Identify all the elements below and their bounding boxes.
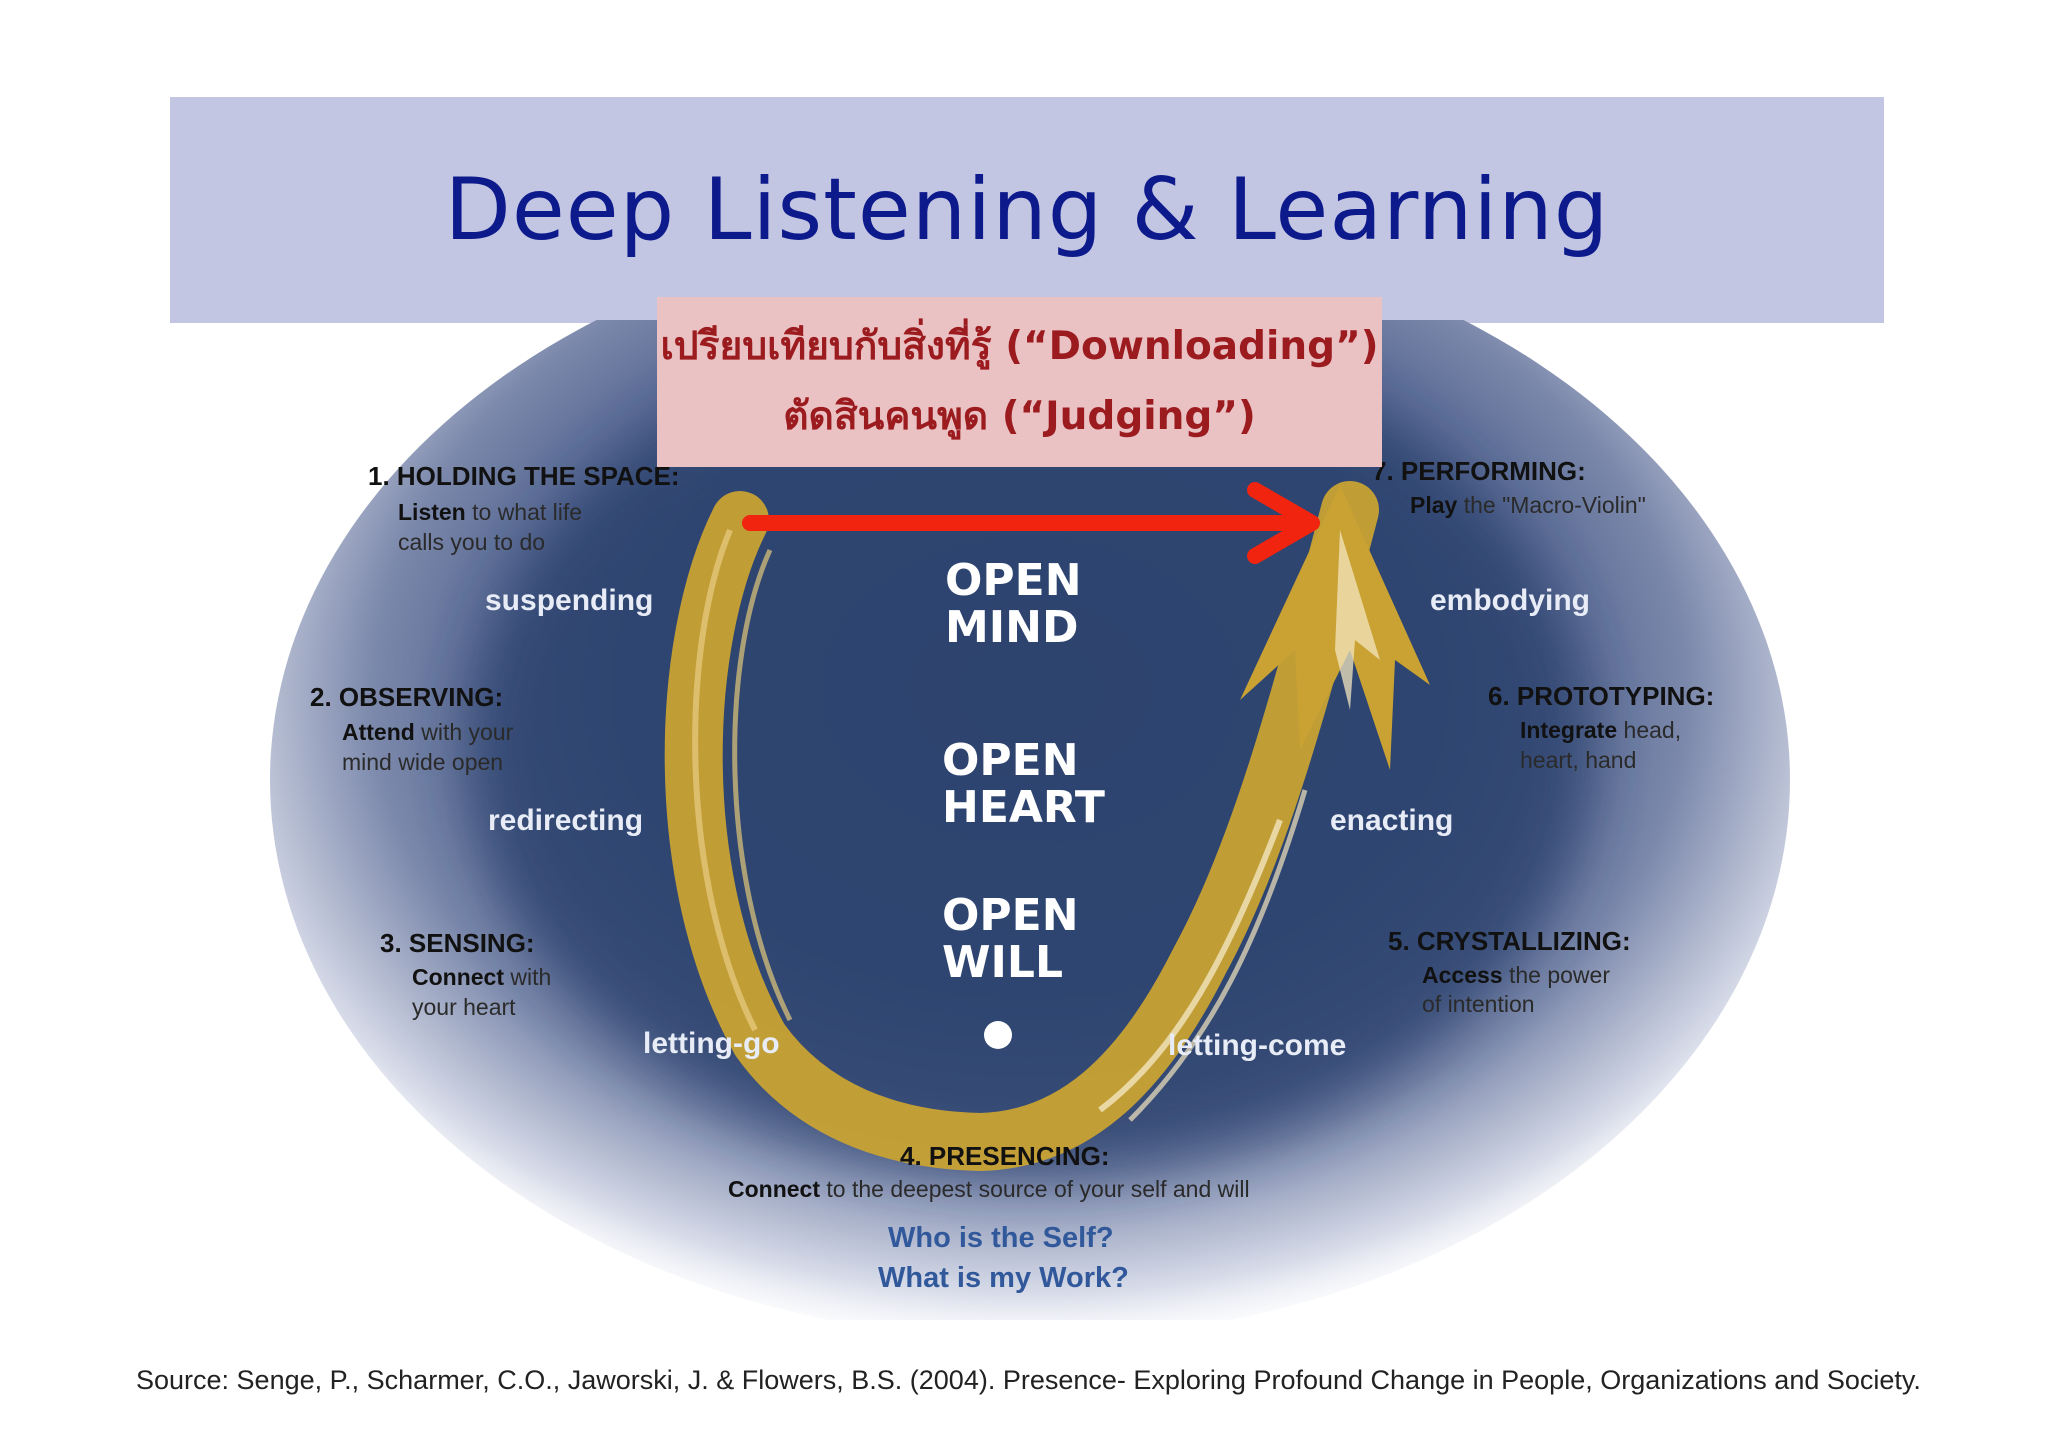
downloading-arrow [742,482,1320,564]
motion-suspending: suspending [485,584,653,617]
u-process-diagram: OPEN MIND OPEN HEART OPEN WILL suspendin… [250,320,1810,1320]
svg-text:heart, hand: heart, hand [1520,747,1636,773]
stage-holding-the-space: 1. HOLDING THE SPACE: Listen to what lif… [368,461,680,555]
svg-text:6. PROTOTYPING:: 6. PROTOTYPING: [1488,681,1714,711]
svg-text:MIND: MIND [945,602,1079,653]
motion-redirecting: redirecting [488,804,643,837]
svg-text:OPEN: OPEN [942,735,1079,786]
svg-text:Attend with your: Attend with your [342,719,514,745]
svg-text:calls you to do: calls you to do [398,529,545,555]
svg-text:of intention: of intention [1422,991,1535,1017]
open-will-label: OPEN WILL [942,890,1079,988]
callout-line-judging: ตัดสินคนพูด (“Judging”) [783,394,1256,439]
svg-text:Access the power: Access the power [1422,962,1610,988]
source-citation: Source: Senge, P., Scharmer, C.O., Jawor… [136,1365,1921,1395]
svg-text:Listen to what life: Listen to what life [398,499,582,525]
downloading-judging-callout: เปรียบเทียบกับสิ่งที่รู้ (“Downloading”)… [657,297,1382,467]
svg-text:7. PERFORMING:: 7. PERFORMING: [1372,456,1586,486]
svg-text:4. PRESENCING:: 4. PRESENCING: [900,1141,1110,1171]
stage-crystallizing: 5. CRYSTALLIZING: Access the power of in… [1388,926,1631,1017]
svg-text:HEART: HEART [942,782,1105,833]
svg-text:OPEN: OPEN [945,555,1082,606]
svg-text:3. SENSING:: 3. SENSING: [380,928,535,958]
motion-letting-come: letting-come [1168,1029,1346,1062]
svg-text:your heart: your heart [412,994,516,1020]
motion-enacting: enacting [1330,804,1453,837]
presencing-point [984,1021,1012,1049]
stage-prototyping: 6. PROTOTYPING: Integrate head, heart, h… [1488,681,1714,773]
stage-sensing: 3. SENSING: Connect with your heart [380,928,551,1020]
question-self: Who is the Self? [888,1222,1114,1254]
u-curve [664,481,1430,1172]
stage-performing: 7. PERFORMING: Play the "Macro-Violin" [1372,456,1646,518]
svg-text:WILL: WILL [942,937,1063,988]
callout-line-downloading: เปรียบเทียบกับสิ่งที่รู้ (“Downloading”) [660,324,1379,369]
svg-text:2. OBSERVING:: 2. OBSERVING: [310,682,503,712]
svg-text:Play the "Macro-Violin": Play the "Macro-Violin" [1410,492,1646,518]
motion-letting-go: letting-go [643,1027,780,1060]
open-mind-label: OPEN MIND [945,555,1082,653]
svg-text:OPEN: OPEN [942,890,1079,941]
open-heart-label: OPEN HEART [942,735,1105,833]
svg-text:5. CRYSTALLIZING:: 5. CRYSTALLIZING: [1388,926,1631,956]
stage-presencing: 4. PRESENCING: Connect to the deepest so… [728,1141,1250,1202]
svg-text:Connect with: Connect with [412,964,551,990]
motion-embodying: embodying [1430,584,1590,617]
svg-text:Connect to the deepest source: Connect to the deepest source of your se… [728,1176,1250,1202]
svg-text:mind wide open: mind wide open [342,749,503,775]
stage-observing: 2. OBSERVING: Attend with your mind wide… [310,682,514,775]
slide-title: Deep Listening & Learning [444,160,1610,260]
svg-text:Integrate head,: Integrate head, [1520,717,1681,743]
question-work: What is my Work? [878,1262,1129,1294]
title-banner: Deep Listening & Learning [170,97,1884,323]
u-process-svg: OPEN MIND OPEN HEART OPEN WILL suspendin… [270,320,1790,1320]
svg-text:1. HOLDING THE SPACE:: 1. HOLDING THE SPACE: [368,461,680,491]
